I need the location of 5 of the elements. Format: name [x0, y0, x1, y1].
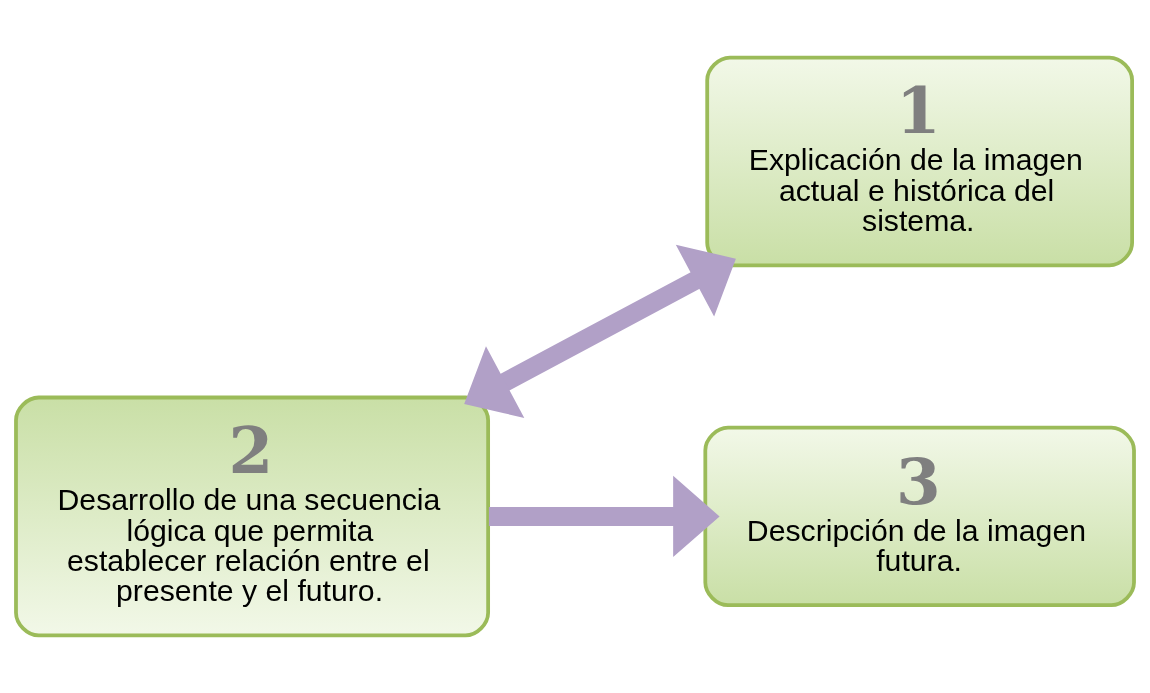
arrow [464, 244, 736, 418]
arrow [488, 475, 720, 558]
node-box: 1 Explicación de la imagen actual e histórica del sistema. [705, 55, 1134, 268]
node-box: 3 Descripción de la imagen futura. [703, 425, 1136, 608]
node-box: 2 Desarrollo de una secuencia lógica que permita establecer relación entre el presente y el futuro. [14, 395, 490, 638]
